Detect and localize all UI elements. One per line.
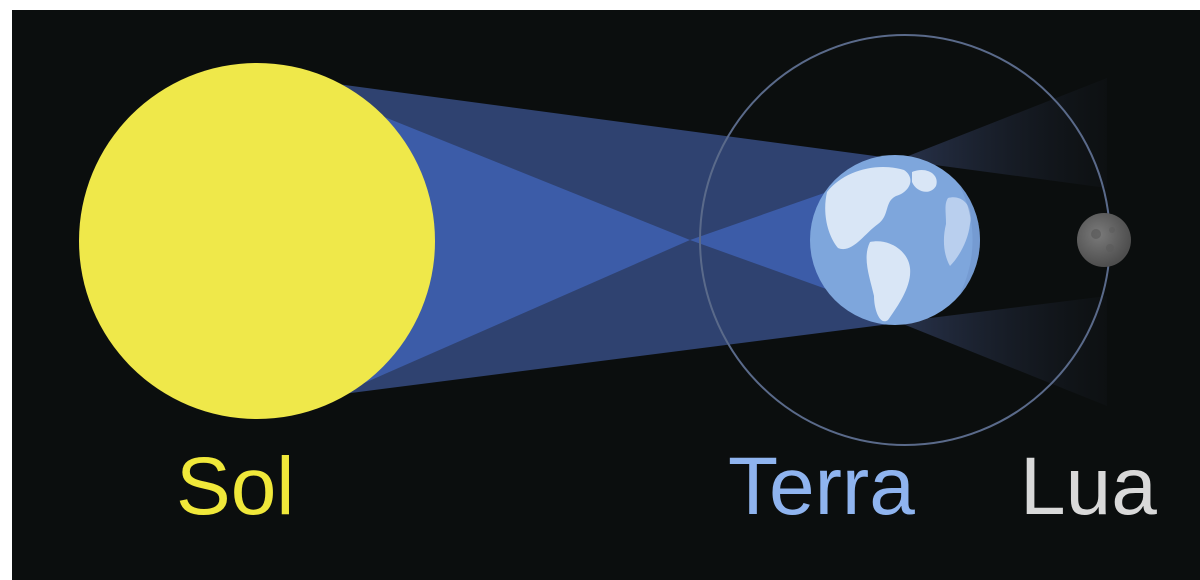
earth-globe-icon <box>810 155 980 325</box>
sun-label: Sol <box>176 441 295 532</box>
moon-icon <box>1077 213 1131 267</box>
sun-icon <box>79 63 435 419</box>
upper-shadow-ray <box>898 78 1107 188</box>
lower-shadow-ray <box>898 296 1107 406</box>
eclipse-diagram: Sol Terra Lua <box>12 10 1200 580</box>
moon-label: Lua <box>1020 441 1157 532</box>
umbra-cone <box>362 108 690 384</box>
eclipse-scene <box>79 34 1131 446</box>
earth-label: Terra <box>728 441 915 532</box>
